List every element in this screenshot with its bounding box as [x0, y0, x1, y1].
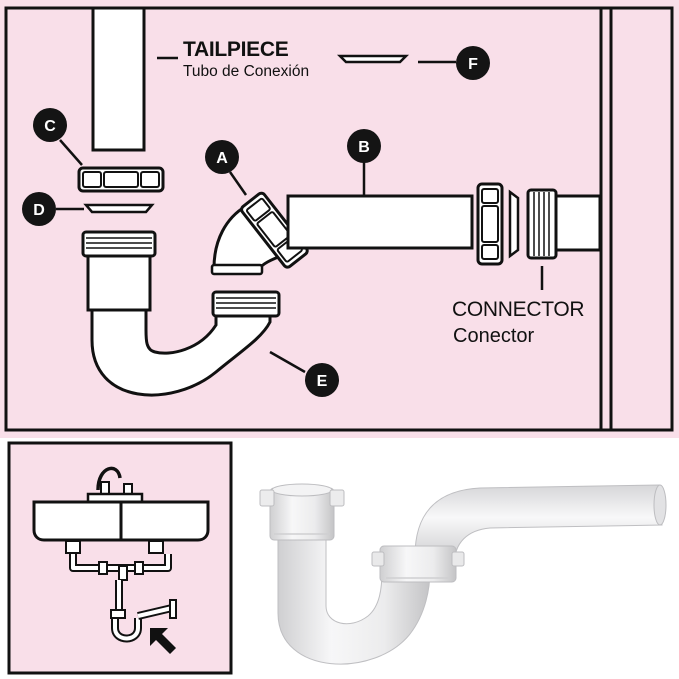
badge-b: B [347, 129, 381, 163]
leader-c [59, 139, 83, 166]
badge-f: F [456, 46, 490, 80]
label-connector-sub: Conector [453, 325, 534, 347]
label-tailpiece: TAILPIECE [183, 38, 289, 61]
svg-text:D: D [33, 202, 45, 219]
exploded-diagram-panel: A B C D E F TAILPIECE Tubo de Conexión C… [0, 0, 679, 438]
arm-slip-nut [476, 182, 504, 266]
trap-arm-b [286, 194, 474, 250]
badge-a: A [205, 140, 239, 174]
tailpiece-tube [91, 6, 146, 152]
j-bend-e [81, 230, 281, 397]
badge-d: D [22, 192, 56, 226]
svg-text:E: E [317, 373, 328, 390]
p-trap-product-image [240, 438, 679, 679]
badge-c: C [33, 108, 67, 142]
svg-text:C: C [44, 118, 56, 135]
product-photo-panel [240, 438, 679, 679]
panel-frame [4, 6, 674, 432]
svg-text:F: F [468, 56, 478, 73]
sink-icon [0, 438, 240, 679]
washer-d [83, 203, 155, 214]
svg-text:B: B [358, 139, 370, 156]
label-tailpiece-sub: Tubo de Conexión [183, 63, 309, 80]
slip-nut-c [77, 166, 165, 193]
svg-text:A: A [216, 150, 228, 167]
leader-e [269, 350, 306, 374]
exploded-diagram: A B C D E F TAILPIECE Tubo de Conexión C… [0, 0, 679, 438]
arm-washer [508, 189, 520, 259]
washer-f [336, 54, 410, 64]
sink-location-panel [0, 438, 240, 679]
wall-connector [526, 188, 602, 260]
arrow-icon [150, 628, 176, 654]
label-connector: CONNECTOR [452, 298, 584, 321]
badge-e: E [305, 363, 339, 397]
leader-a [228, 171, 248, 196]
